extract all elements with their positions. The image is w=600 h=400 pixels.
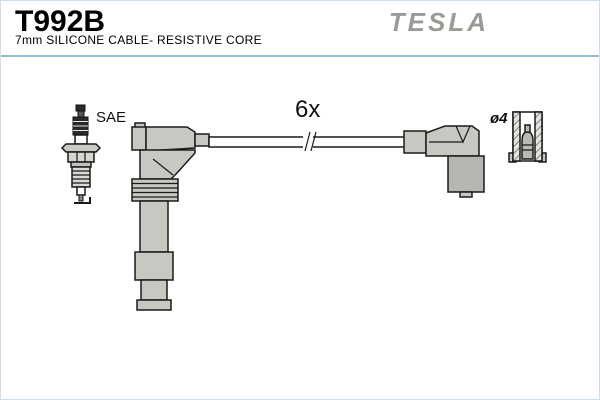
plug-ground-electrode: [74, 197, 91, 204]
boot-tip-flange: [136, 299, 172, 311]
coil-boot-body: [425, 125, 480, 157]
tesla-logo: TESLA: [388, 7, 489, 37]
quantity-label: 6x: [295, 96, 320, 123]
plug-terminal-cap: [75, 104, 86, 112]
ignition-cable: [208, 131, 408, 152]
plug-insulator: [74, 134, 88, 145]
boot-neck: [140, 279, 168, 301]
sleeve-wall-right: [534, 111, 543, 162]
plug-threads: [71, 166, 91, 188]
spark-plug-illustration: [60, 104, 102, 204]
header-divider: [1, 55, 599, 57]
sae-label: SAE: [96, 109, 126, 126]
plug-shoulder: [60, 143, 102, 153]
plug-thread-lines: [72, 170, 90, 184]
coil-side-boot: [403, 125, 485, 198]
terminal-sleeve-section: [508, 111, 547, 163]
plug-center-electrode: [78, 194, 84, 202]
boot-bellows: [131, 178, 179, 202]
plug-side-boot: [131, 122, 210, 311]
boot-bellows-ribs: [132, 182, 178, 198]
product-subtitle: 7mm SILICONE CABLE- RESISTIVE CORE: [15, 33, 262, 47]
terminal-detail-lines: [522, 144, 533, 151]
boot-cable-nipple: [194, 133, 210, 147]
boot-barrel: [134, 251, 174, 281]
part-number: T992B: [15, 5, 106, 38]
plug-rib-lines: [73, 121, 88, 131]
cable-break-gap: [303, 135, 313, 149]
coil-boot-nipple: [403, 130, 427, 154]
plug-hex-facets: [76, 152, 86, 162]
sleeve-wall-left: [512, 111, 521, 162]
terminal-diameter-label: ø4: [490, 110, 508, 127]
boot-horizontal-body: [145, 126, 196, 152]
coil-boot-block: [447, 155, 485, 193]
boot-shaft: [139, 200, 169, 253]
boot-elbow-crease: [152, 158, 174, 176]
boot-elbow: [139, 149, 196, 180]
cable-break-marks: [304, 131, 317, 152]
plug-hex-nut: [67, 151, 95, 163]
plug-nose: [76, 186, 86, 196]
boot-end-cap: [131, 126, 147, 151]
coil-boot-tab: [459, 191, 473, 198]
plug-terminal-post: [77, 110, 85, 118]
